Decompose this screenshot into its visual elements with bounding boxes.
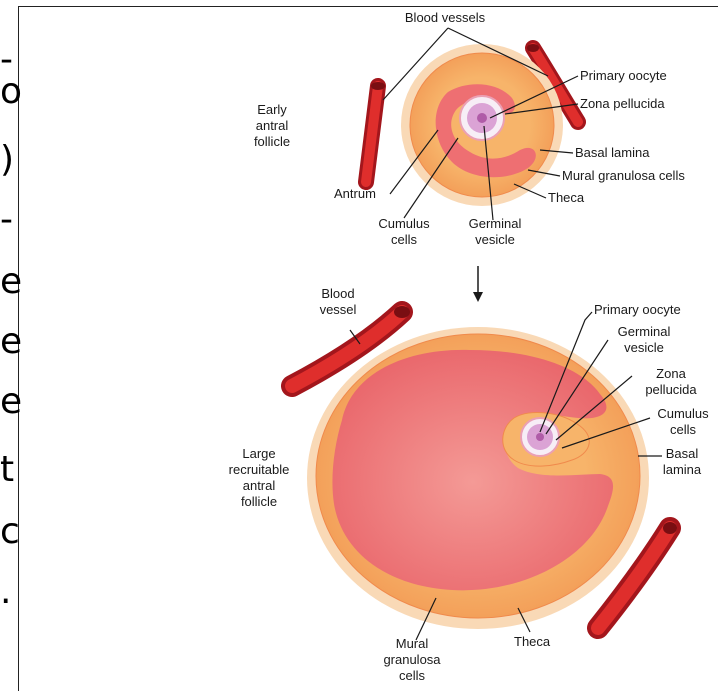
label-early-mural-granulosa: Mural granulosa cells — [562, 168, 685, 184]
label-large-primary-oocyte: Primary oocyte — [594, 302, 681, 318]
label-large-theca: Theca — [514, 634, 550, 650]
label-early-basal-lamina: Basal lamina — [575, 145, 649, 161]
label-early-follicle: Early antral follicle — [236, 102, 308, 150]
label-large-cumulus-cells: Cumulus cells — [650, 406, 716, 438]
label-large-basal-lamina: Basal lamina — [656, 446, 708, 478]
early-follicle — [366, 44, 578, 206]
label-early-theca: Theca — [548, 190, 584, 206]
label-early-cumulus-cells: Cumulus cells — [372, 216, 436, 248]
early-blood-vessel-left — [366, 82, 385, 182]
label-large-follicle: Large recruitable antral follicle — [212, 446, 306, 510]
label-large-zona-pellucida: Zona pellucida — [634, 366, 708, 398]
label-large-blood-vessel: Blood vessel — [310, 286, 366, 318]
label-early-zona-pellucida: Zona pellucida — [580, 96, 665, 112]
progression-arrow — [473, 266, 483, 302]
large-germinal-vesicle — [536, 433, 544, 441]
label-early-germinal-vesicle: Germinal vesicle — [460, 216, 530, 248]
label-large-germinal-vesicle: Germinal vesicle — [608, 324, 680, 356]
label-large-mural-granulosa: Mural granulosa cells — [370, 636, 454, 684]
label-early-primary-oocyte: Primary oocyte — [580, 68, 667, 84]
label-blood-vessels: Blood vessels — [390, 10, 500, 26]
early-germinal-vesicle — [477, 113, 487, 123]
label-early-antrum: Antrum — [334, 186, 376, 202]
